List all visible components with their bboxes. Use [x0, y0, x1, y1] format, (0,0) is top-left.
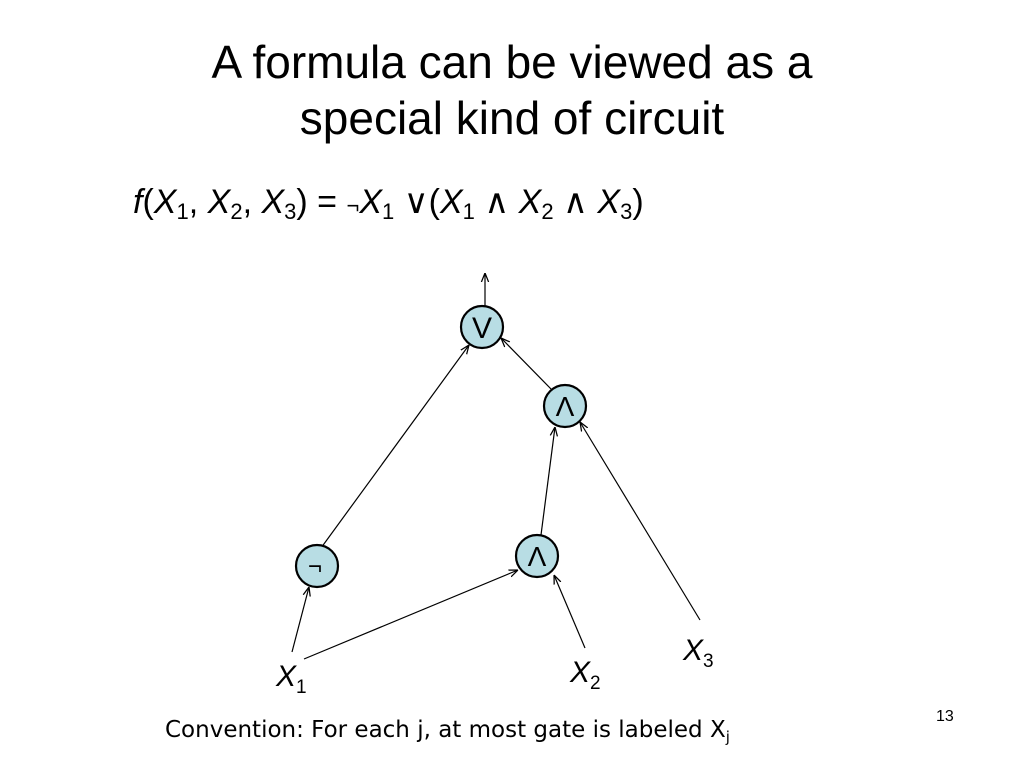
input-x3-sub: 3	[703, 651, 714, 672]
not-gate-label: ¬	[308, 553, 322, 580]
formula-x2-sub: 2	[230, 199, 243, 224]
or-gate-label: V	[472, 312, 492, 345]
input-x1-sub: 1	[296, 677, 307, 698]
title-line-1: A formula can be viewed as a	[211, 36, 813, 88]
formula: f(X1, X2, X3) = ¬X1 ∨(X1 ∧ X2 ∧ X3)	[133, 180, 644, 228]
formula-x1-sub: 1	[176, 199, 189, 224]
title-line-2: special kind of circuit	[299, 92, 725, 144]
formula-x1-var: X	[153, 183, 177, 221]
formula-paren-close: )	[296, 183, 308, 221]
and-gate-top: Λ	[542, 383, 588, 429]
formula-rhs-x3-var: X	[597, 183, 621, 221]
input-x1: X1	[275, 660, 307, 698]
formula-neg: ¬	[346, 193, 360, 218]
formula-x3-sub: 3	[284, 199, 297, 224]
formula-and-1: ∧	[474, 183, 519, 221]
input-x3: X3	[682, 634, 714, 672]
formula-or: ∨(	[394, 183, 440, 221]
formula-x2-var: X	[207, 183, 231, 221]
edge-x3-to-andtop	[580, 422, 701, 621]
formula-and-2: ∧	[553, 183, 598, 221]
and-gate-mid: Λ	[514, 533, 560, 579]
convention-text: Convention: For each j, at most gate is …	[165, 717, 726, 743]
and-gate-mid-label: Λ	[528, 541, 547, 572]
input-x1-var: X	[275, 660, 297, 693]
slide-title: A formula can be viewed as a special kin…	[0, 34, 1024, 146]
formula-comma-1: ,	[188, 183, 208, 221]
edge-andmid-to-andtop	[540, 427, 555, 536]
edge-not-to-or	[320, 345, 469, 549]
formula-rhs-x1b-var: X	[439, 183, 463, 221]
edge-andtop-to-or	[501, 338, 553, 391]
input-x2-sub: 2	[590, 673, 601, 694]
input-x3-var: X	[682, 634, 704, 667]
input-x2: X2	[569, 656, 601, 694]
formula-rhs-x1-sub: 1	[382, 199, 395, 224]
formula-rhs-x3-sub: 3	[620, 199, 633, 224]
formula-rhs-x1-var: X	[359, 183, 383, 221]
not-gate: ¬	[294, 543, 340, 589]
formula-comma-2: ,	[242, 183, 262, 221]
formula-f: f	[133, 183, 143, 221]
convention-sub: j	[725, 728, 730, 746]
edge-x1-to-not	[291, 587, 309, 653]
page-number: 13	[936, 708, 954, 725]
formula-rhs-x2-var: X	[518, 183, 542, 221]
formula-paren-open: (	[142, 183, 154, 221]
edge-x1-to-andmid	[303, 570, 518, 660]
edge-x2-to-andmid	[554, 575, 586, 649]
formula-rhs-x2-sub: 2	[541, 199, 554, 224]
formula-x3-var: X	[261, 183, 285, 221]
or-gate: V	[459, 304, 505, 350]
and-gate-top-label: Λ	[556, 391, 575, 422]
convention-note: Convention: For each j, at most gate is …	[165, 712, 730, 748]
input-x2-var: X	[569, 656, 591, 689]
formula-rhs-paren-close: )	[632, 183, 644, 221]
formula-equals: =	[307, 183, 347, 221]
formula-rhs-x1b-sub: 1	[462, 199, 475, 224]
